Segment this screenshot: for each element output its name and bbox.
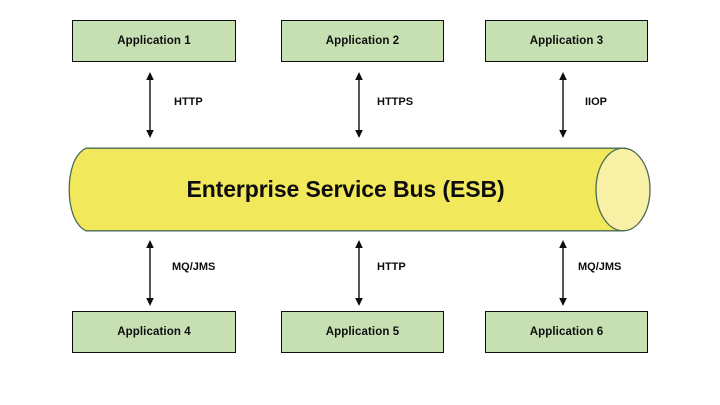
protocol-label-app5: HTTP [377, 261, 406, 273]
connector-app2-to-bus [350, 72, 368, 138]
connector-bus-to-app4 [141, 240, 159, 306]
application-box-5[interactable]: Application 5 [281, 311, 444, 353]
connector-app3-to-bus [554, 72, 572, 138]
application-box-label: Application 3 [529, 35, 604, 47]
application-box-3[interactable]: Application 3 [485, 20, 648, 62]
application-box-2[interactable]: Application 2 [281, 20, 444, 62]
protocol-label-app4: MQ/JMS [172, 261, 216, 273]
application-box-4[interactable]: Application 4 [72, 311, 236, 353]
application-box-label: Application 5 [325, 326, 400, 338]
bus-title: Enterprise Service Bus (ESB) [186, 176, 505, 202]
protocol-label-app1: HTTP [174, 96, 203, 108]
connector-bus-to-app5 [350, 240, 368, 306]
application-box-label: Application 6 [529, 326, 604, 338]
protocol-label-app3: IIOP [585, 96, 608, 108]
application-box-1[interactable]: Application 1 [72, 20, 236, 62]
connector-bus-to-app6 [554, 240, 572, 306]
application-box-label: Application 1 [117, 35, 191, 47]
application-box-label: Application 4 [117, 326, 191, 338]
enterprise-service-bus[interactable]: Enterprise Service Bus (ESB) [68, 147, 652, 232]
protocol-label-app2: HTTPS [377, 96, 414, 108]
application-box-label: Application 2 [325, 35, 400, 47]
application-box-6[interactable]: Application 6 [485, 311, 648, 353]
protocol-label-app6: MQ/JMS [578, 261, 622, 273]
cylinder-shape [68, 147, 651, 232]
connector-app1-to-bus [141, 72, 159, 138]
